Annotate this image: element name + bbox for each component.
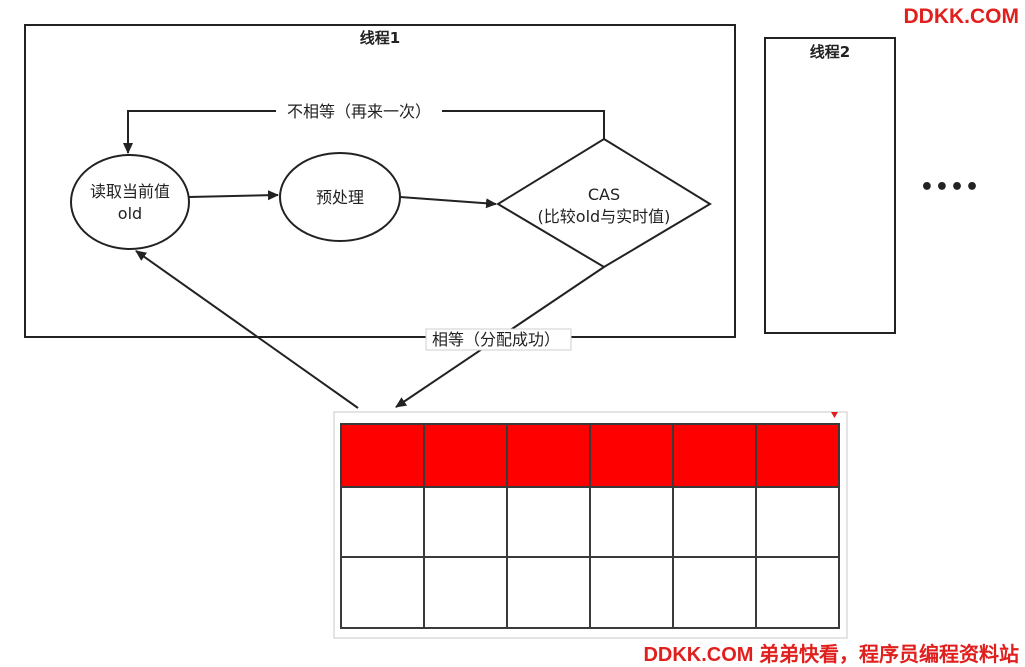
watermark-bottom: DDKK.COM 弟弟快看，程序员编程资料站: [643, 644, 1019, 666]
memory-grid: [340, 423, 840, 629]
watermark-top: DDKK.COM: [903, 5, 1020, 28]
thread2-title: 线程2: [810, 43, 850, 61]
memory-cell-allocated: [506, 423, 591, 488]
read-node-label-line1: 读取当前值: [90, 182, 170, 201]
memory-cell: [340, 556, 425, 629]
memory-cell: [755, 556, 840, 629]
read-current-value-node: [70, 154, 190, 250]
cas-node-label-line2: (比较old与实时值): [538, 207, 671, 226]
memory-cell: [672, 486, 757, 558]
thread2-container: [764, 37, 896, 334]
memory-cell: [423, 556, 508, 629]
arrow-read-to-preprocess: [188, 190, 279, 201]
arrow-memory-to-read: [135, 250, 359, 409]
memory-cell: [672, 556, 757, 629]
memory-cell: [506, 556, 591, 629]
success-label: 相等（分配成功）: [432, 330, 560, 349]
retry-label-background: [276, 100, 442, 122]
memory-cell-allocated: [423, 423, 508, 488]
memory-grid-corner-marker: [831, 412, 838, 418]
preprocess-node-label: 预处理: [316, 188, 364, 207]
memory-cell: [340, 486, 425, 558]
memory-cell-allocated: [340, 423, 425, 488]
memory-cell: [506, 486, 591, 558]
memory-cell-allocated: [589, 423, 674, 488]
thread1-container: [24, 24, 736, 338]
memory-cell-allocated: [672, 423, 757, 488]
memory-cell: [589, 556, 674, 629]
success-label-background: [425, 328, 572, 351]
cas-node-label-line1: CAS: [588, 185, 620, 204]
memory-cell: [589, 486, 674, 558]
more-threads-ellipsis: ••••: [920, 175, 980, 200]
memory-cell: [755, 486, 840, 558]
memory-cell: [423, 486, 508, 558]
retry-label: 不相等（再来一次）: [287, 102, 431, 121]
read-node-label-line2: old: [118, 204, 142, 223]
arrow-preprocess-to-cas: [399, 196, 497, 209]
memory-cell-allocated: [755, 423, 840, 488]
thread1-title: 线程1: [360, 29, 400, 47]
